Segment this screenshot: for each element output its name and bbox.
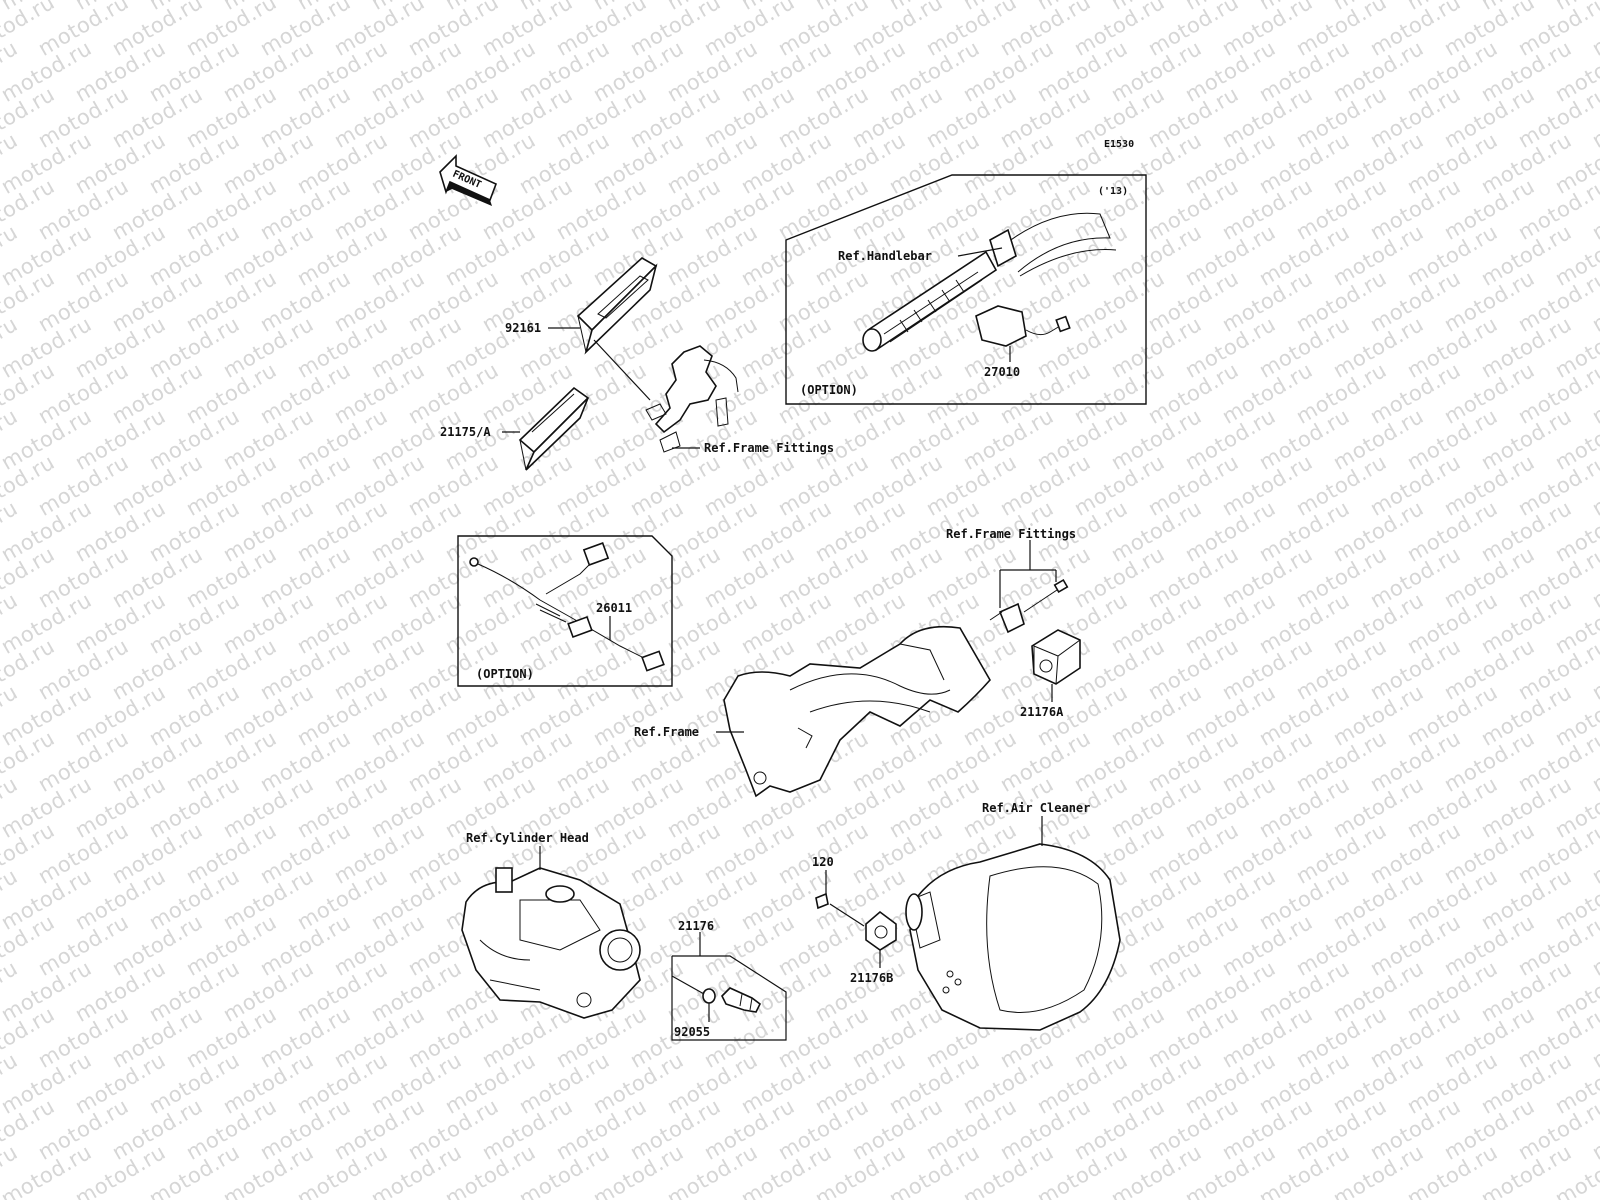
label-ref-air-cleaner: Ref.Air Cleaner bbox=[982, 801, 1090, 815]
label-ref-handlebar: Ref.Handlebar bbox=[838, 249, 932, 263]
label-ref-frame-fittings-1: Ref.Frame Fittings bbox=[704, 441, 834, 455]
part-27010-switch bbox=[975, 305, 1071, 347]
part-120-bolt bbox=[815, 892, 829, 910]
part-frame bbox=[723, 625, 991, 798]
label-21176: 21176 bbox=[678, 919, 714, 933]
diagram-code: E1530 bbox=[1104, 139, 1134, 150]
label-21175a: 21175/A bbox=[440, 425, 491, 439]
part-26011-harness bbox=[469, 542, 665, 672]
year-label: ('13) bbox=[1098, 186, 1128, 197]
option-box-harness bbox=[457, 535, 673, 687]
label-21176a: 21176A bbox=[1020, 705, 1064, 719]
part-21175a-ecu bbox=[518, 386, 590, 471]
part-21176a-sensor bbox=[1031, 629, 1081, 685]
part-21176-sensor bbox=[721, 987, 762, 1013]
label-ref-cylinder-head: Ref.Cylinder Head bbox=[466, 831, 589, 845]
label-21176b: 21176B bbox=[850, 971, 893, 985]
part-ecu-bracket bbox=[645, 345, 739, 453]
front-arrow-icon: FRONT bbox=[439, 154, 498, 206]
part-frame-bracket bbox=[989, 578, 1069, 634]
part-92055-oring bbox=[702, 988, 716, 1004]
option-label-2: (OPTION) bbox=[476, 667, 534, 681]
option-box-handlebar bbox=[785, 174, 1147, 405]
part-handlebar bbox=[862, 212, 1117, 352]
part-21176b-sensor bbox=[865, 910, 897, 951]
part-cylinder-head bbox=[461, 867, 641, 1019]
part-air-cleaner bbox=[905, 843, 1121, 1031]
label-27010: 27010 bbox=[984, 365, 1020, 379]
label-26011: 26011 bbox=[596, 601, 632, 615]
label-ref-frame: Ref.Frame bbox=[634, 725, 699, 739]
part-92161-ecu-cover bbox=[576, 257, 658, 355]
label-120: 120 bbox=[812, 855, 834, 869]
option-label-1: (OPTION) bbox=[800, 383, 858, 397]
label-92055: 92055 bbox=[674, 1025, 710, 1039]
label-ref-frame-fittings-2: Ref.Frame Fittings bbox=[946, 527, 1076, 541]
label-92161: 92161 bbox=[505, 321, 541, 335]
